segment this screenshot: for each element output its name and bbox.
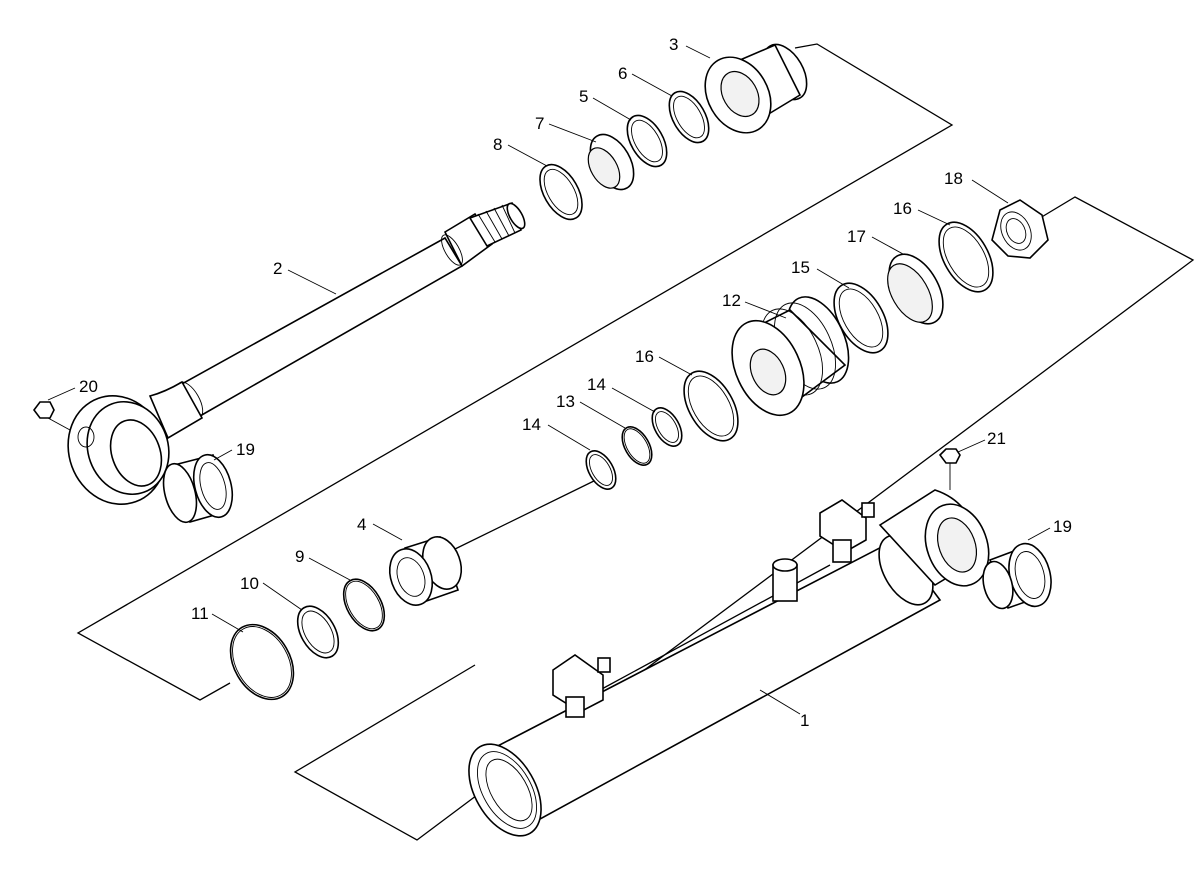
piston-rod bbox=[148, 201, 526, 440]
callout-6: 6 bbox=[618, 64, 627, 83]
callout-14-lower: 14 bbox=[522, 415, 541, 434]
callout-16-lower: 16 bbox=[635, 347, 654, 366]
rod-eye bbox=[67, 394, 170, 506]
callout-21: 21 bbox=[987, 429, 1006, 448]
callout-8: 8 bbox=[493, 135, 502, 154]
backup-ring-14-upper bbox=[651, 407, 683, 447]
bushing-7 bbox=[587, 133, 635, 191]
wear-ring-16-upper bbox=[938, 221, 994, 293]
callout-18: 18 bbox=[944, 169, 963, 188]
callout-9: 9 bbox=[295, 547, 304, 566]
grease-nipple-20 bbox=[33, 401, 71, 431]
pipe-spacer bbox=[772, 558, 798, 602]
cylinder-head-3 bbox=[704, 43, 808, 134]
callout-11: 11 bbox=[191, 604, 209, 623]
o-ring-13 bbox=[621, 426, 653, 466]
piston-12 bbox=[731, 296, 850, 417]
callout-12: 12 bbox=[722, 291, 741, 310]
o-ring-9 bbox=[342, 578, 386, 632]
callout-4: 4 bbox=[357, 515, 366, 534]
nut-18 bbox=[991, 199, 1049, 259]
callout-7: 7 bbox=[535, 114, 544, 133]
callout-16-upper: 16 bbox=[893, 199, 912, 218]
seal-8 bbox=[539, 163, 583, 221]
callout-19-lower: 19 bbox=[1053, 517, 1072, 536]
wear-ring-16-lower bbox=[683, 370, 739, 442]
callout-15: 15 bbox=[791, 258, 810, 277]
callout-2: 2 bbox=[273, 259, 282, 278]
seal-6 bbox=[668, 90, 710, 144]
callout-3: 3 bbox=[669, 35, 678, 54]
backup-ring-10 bbox=[296, 605, 340, 659]
port-block-lower bbox=[552, 654, 611, 718]
callout-5: 5 bbox=[579, 87, 588, 106]
grease-nipple-21 bbox=[938, 448, 961, 490]
callout-19-upper: 19 bbox=[236, 440, 255, 459]
callout-20: 20 bbox=[79, 377, 98, 396]
o-ring-11 bbox=[229, 623, 295, 701]
ring-17 bbox=[887, 253, 944, 325]
callout-14-upper: 14 bbox=[587, 375, 606, 394]
cylinder-tube-1 bbox=[468, 489, 990, 837]
callout-labels: 1 2 3 4 5 6 7 8 9 10 11 12 13 14 14 15 1… bbox=[79, 35, 1072, 730]
callout-17: 17 bbox=[847, 227, 866, 246]
cylinder-assembly-bracket bbox=[293, 196, 1195, 841]
callout-1: 1 bbox=[800, 711, 809, 730]
bushing-19-upper bbox=[162, 453, 234, 524]
port-block-upper bbox=[819, 499, 875, 563]
seal-15 bbox=[833, 282, 889, 354]
rod-assembly-bracket bbox=[76, 43, 954, 701]
leader-lines bbox=[47, 45, 1051, 715]
collar-4 bbox=[388, 477, 601, 606]
callout-10: 10 bbox=[240, 574, 259, 593]
bushing-19-lower bbox=[982, 542, 1052, 610]
seal-5 bbox=[626, 114, 668, 168]
backup-ring-14-lower bbox=[585, 450, 617, 490]
callout-13: 13 bbox=[556, 392, 575, 411]
